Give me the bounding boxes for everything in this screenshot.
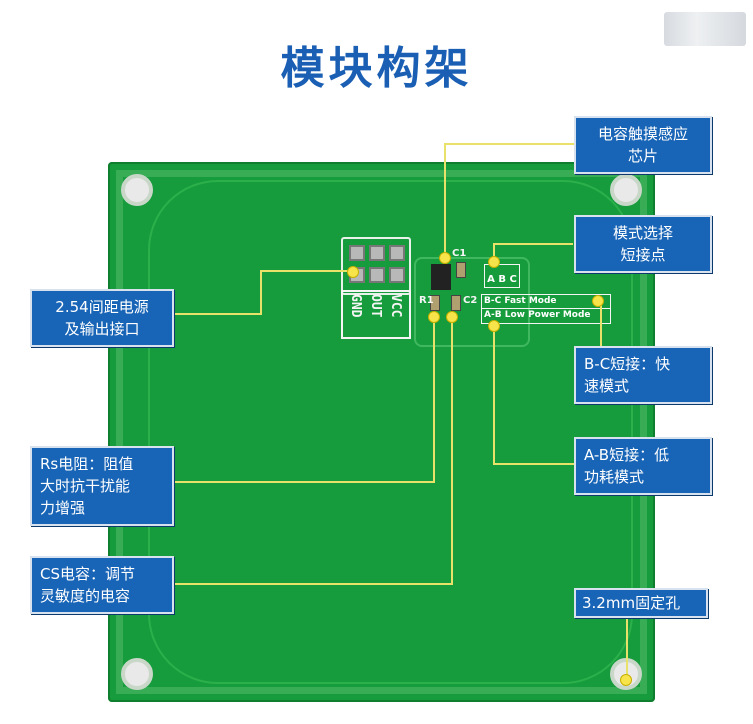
callout-chip: 电容触摸感应 芯片 bbox=[574, 116, 712, 174]
mode-ab-value: Low Power Mode bbox=[504, 310, 591, 320]
callout-rs: Rs电阻：阻值 大时抗干扰能 力增强 bbox=[30, 446, 174, 526]
touch-sensor-chip bbox=[431, 264, 451, 290]
callout-low-power: A-B短接：低 功耗模式 bbox=[574, 437, 712, 495]
chip-area-outline bbox=[414, 257, 530, 347]
callout-cs-line1: CS电容：调节 bbox=[40, 565, 135, 583]
leader-fast bbox=[600, 300, 602, 348]
leader-mode-point bbox=[493, 243, 573, 245]
leader-rs bbox=[170, 481, 434, 483]
callout-fast-mode-line2: 速模式 bbox=[584, 377, 630, 395]
callout-mode-point-line2: 短接点 bbox=[620, 246, 666, 264]
header-pin bbox=[369, 267, 385, 283]
leader-hole bbox=[626, 600, 628, 678]
leader-power bbox=[170, 313, 260, 315]
callout-fast-mode-line1: B-C短接：快 bbox=[584, 355, 671, 373]
header-pin bbox=[369, 245, 385, 261]
mount-hole-top-left bbox=[121, 174, 153, 206]
leader-rs-v bbox=[433, 316, 435, 483]
mode-bc-value: Fast Mode bbox=[504, 296, 557, 306]
callout-low-power-line2: 功耗模式 bbox=[584, 468, 645, 486]
callout-mode-point: 模式选择 短接点 bbox=[574, 215, 712, 273]
callout-hole: 3.2mm固定孔 bbox=[574, 588, 708, 618]
leader-power-h bbox=[260, 270, 352, 272]
callout-hole-line1: 3.2mm固定孔 bbox=[582, 594, 681, 612]
callout-rs-line2: 大时抗干扰能 bbox=[40, 477, 131, 495]
touch-electrode-trace bbox=[148, 180, 633, 684]
silk-c2: C2 bbox=[463, 295, 478, 306]
callout-power-io: 2.54间距电源 及输出接口 bbox=[30, 289, 174, 347]
silk-out: OUT bbox=[368, 294, 383, 318]
header-pin bbox=[389, 245, 405, 261]
callout-power-io-line1: 2.54间距电源 bbox=[55, 298, 149, 316]
leader-low-h bbox=[493, 463, 575, 465]
board-edge-pattern bbox=[116, 170, 647, 694]
marker-rs bbox=[428, 311, 440, 323]
marker-hole bbox=[620, 674, 632, 686]
callout-cs-line2: 灵敏度的电容 bbox=[40, 587, 131, 605]
blurred-watermark bbox=[664, 12, 746, 46]
callout-cs: CS电容：调节 灵敏度的电容 bbox=[30, 556, 174, 614]
mode-legend: B-C Fast Mode A-B Low Power Mode bbox=[481, 294, 611, 324]
capacitor-c2 bbox=[451, 295, 461, 311]
marker-cs bbox=[446, 311, 458, 323]
callout-rs-line3: 力增强 bbox=[40, 499, 86, 517]
mode-row-fast: B-C Fast Mode bbox=[482, 295, 610, 309]
leader-low bbox=[493, 323, 495, 464]
leader-cs-v bbox=[451, 316, 453, 585]
page-title: 模块构架 bbox=[280, 43, 473, 94]
leader-cs bbox=[170, 583, 452, 585]
silk-vcc: VCC bbox=[388, 294, 403, 318]
marker-chip bbox=[439, 252, 451, 264]
callout-low-power-line1: A-B短接：低 bbox=[584, 446, 670, 464]
silk-c1: C1 bbox=[452, 248, 467, 259]
header-pin bbox=[349, 245, 365, 261]
silk-gnd: GND bbox=[348, 294, 363, 318]
marker-fast bbox=[592, 295, 604, 307]
leader-power-v bbox=[260, 270, 262, 315]
marker-mode-point bbox=[488, 256, 500, 268]
header-pin bbox=[389, 267, 405, 283]
mount-hole-top-right bbox=[610, 174, 642, 206]
mode-bc-key: B-C bbox=[484, 296, 502, 306]
leader-chip bbox=[444, 143, 446, 255]
marker-power bbox=[347, 266, 359, 278]
callout-fast-mode: B-C短接：快 速模式 bbox=[574, 346, 712, 404]
callout-rs-line1: Rs电阻：阻值 bbox=[40, 455, 134, 473]
pin-label-box: GND OUT VCC bbox=[341, 290, 411, 339]
callout-power-io-line2: 及输出接口 bbox=[64, 320, 140, 338]
callout-chip-line2: 芯片 bbox=[627, 147, 658, 165]
mode-ab-key: A-B bbox=[484, 310, 502, 320]
silk-abc: A B C bbox=[487, 274, 517, 285]
marker-low bbox=[488, 320, 500, 332]
resistor-r1 bbox=[430, 295, 440, 311]
pin-header bbox=[341, 237, 411, 295]
leader-chip-h bbox=[444, 143, 574, 145]
silk-r1: R1 bbox=[419, 295, 434, 306]
mode-row-low: A-B Low Power Mode bbox=[482, 309, 610, 322]
callout-mode-point-line1: 模式选择 bbox=[612, 224, 673, 242]
mount-hole-bottom-left bbox=[121, 658, 153, 690]
mode-select-pads: A B C bbox=[484, 264, 520, 288]
capacitor-c1 bbox=[456, 262, 466, 278]
leader-mode-point-v bbox=[493, 243, 495, 261]
callout-chip-line1: 电容触摸感应 bbox=[597, 125, 688, 143]
